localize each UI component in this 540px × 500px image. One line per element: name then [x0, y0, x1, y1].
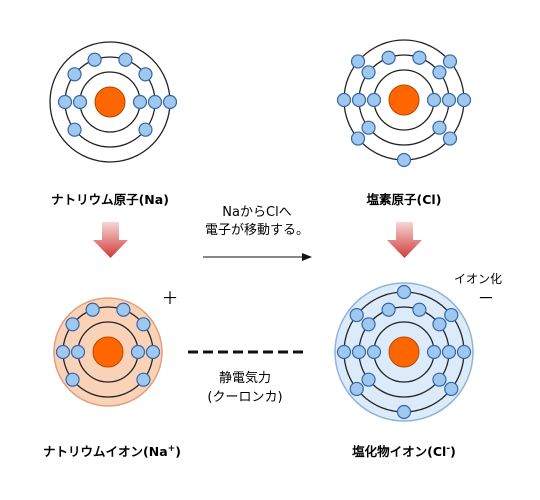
electron-icon: [67, 122, 82, 137]
electron-icon: [55, 344, 71, 360]
transfer-text-line2: 電子が移動する。: [205, 223, 309, 238]
negative-charge-sign: －: [478, 289, 495, 309]
ionization-tag: イオン化: [454, 272, 502, 286]
electron-icon: [361, 65, 376, 80]
electron-icon: [432, 65, 447, 80]
electron-icon: [444, 381, 459, 397]
electron-icon: [67, 67, 82, 82]
electron-icon: [132, 94, 148, 110]
electron-icon: [456, 344, 472, 360]
electron-icon: [351, 344, 367, 360]
electron-icon: [366, 92, 382, 108]
nucleus-icon: [92, 336, 124, 368]
electron-icon: [444, 307, 459, 323]
electron-icon: [136, 317, 151, 332]
sodium-atom: [49, 41, 178, 163]
down-arrow-icon: [93, 222, 128, 258]
electron-icon: [441, 92, 457, 108]
electron-icon: [396, 152, 412, 168]
electron-icon: [361, 372, 376, 387]
electron-icon: [57, 94, 73, 110]
electron-icon: [442, 131, 458, 146]
electron-icon: [350, 131, 366, 146]
nucleus-icon: [94, 86, 126, 118]
electron-icon: [396, 284, 412, 300]
bond-text-line2: (クーロンカ): [207, 390, 282, 405]
electron-icon: [366, 344, 382, 360]
electron-icon: [361, 120, 376, 135]
right-arrow-icon: [203, 253, 312, 261]
electron-icon: [426, 92, 442, 108]
electron-icon: [118, 52, 133, 67]
electron-icon: [147, 94, 163, 110]
electron-icon: [381, 302, 396, 317]
electron-icon: [442, 54, 458, 69]
electron-icon: [136, 372, 151, 387]
electron-icon: [336, 344, 352, 360]
electron-icon: [87, 52, 102, 67]
chloride-ion: [334, 282, 474, 422]
electron-icon: [432, 120, 447, 135]
electron-icon: [351, 92, 367, 108]
sodium-ion: [53, 297, 163, 407]
electron-icon: [432, 372, 447, 387]
electron-icon: [145, 344, 161, 360]
bond-text-line1: 静電気力: [219, 370, 271, 386]
electron-icon: [138, 122, 153, 137]
nucleus-icon: [388, 336, 420, 368]
transfer-text-line1: NaからClへ: [222, 205, 291, 220]
electron-icon: [432, 317, 447, 332]
electron-icon: [412, 302, 427, 317]
electron-icon: [85, 302, 100, 317]
chlorine-atom: [336, 39, 472, 168]
sodium-atom-label: ナトリウム原子(Na): [51, 192, 169, 207]
electron-icon: [138, 67, 153, 82]
electron-icon: [72, 94, 88, 110]
sodium-ion-label: ナトリウムイオン(Na+): [43, 444, 181, 459]
electron-icon: [349, 307, 364, 323]
chlorine-atom-label: 塩素原子(Cl): [367, 192, 442, 207]
electron-icon: [65, 372, 80, 387]
electron-icon: [412, 50, 427, 65]
electron-icon: [116, 302, 131, 317]
electron-icon: [70, 344, 86, 360]
electron-icon: [350, 54, 366, 69]
nucleus-icon: [388, 84, 420, 116]
electron-icon: [381, 50, 396, 65]
electron-icon: [349, 381, 364, 397]
electron-icon: [426, 344, 442, 360]
positive-charge-sign: ＋: [162, 289, 179, 309]
electron-icon: [361, 317, 376, 332]
electron-icon: [65, 317, 80, 332]
electron-icon: [396, 404, 412, 420]
electron-icon: [441, 344, 457, 360]
chloride-ion-label: 塩化物イオン(Cl-): [352, 444, 456, 459]
electron-icon: [162, 94, 178, 110]
electron-icon: [130, 344, 146, 360]
down-arrow-icon: [387, 222, 422, 258]
electron-icon: [456, 92, 472, 108]
electron-icon: [336, 92, 352, 108]
